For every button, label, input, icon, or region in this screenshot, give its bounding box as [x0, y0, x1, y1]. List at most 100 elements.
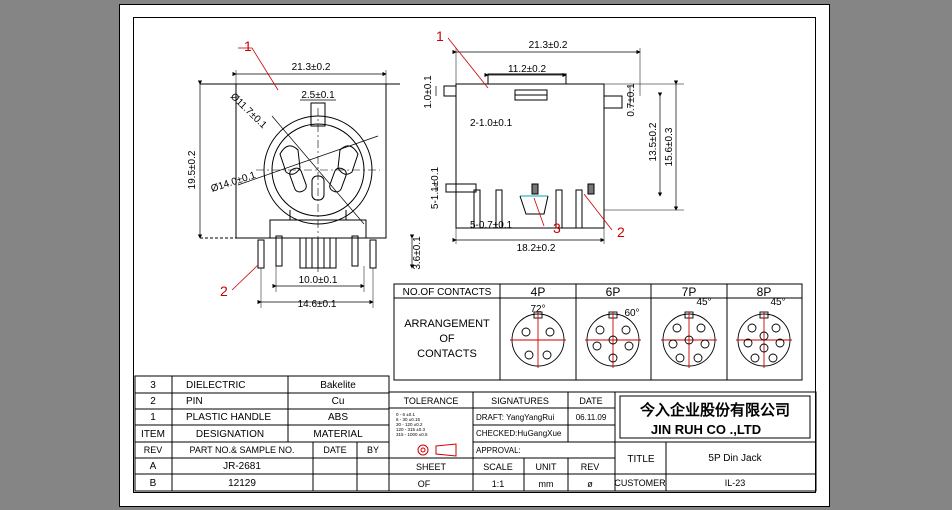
- side-dimensions: 21.3±0.2 11.2±0.2 1.0±0.1 0.7±0.1 2-1.0±…: [423, 40, 675, 254]
- contact-diagrams: [510, 311, 792, 368]
- bom-row-3-item: 1: [150, 412, 156, 423]
- tolerance-line-5: 315 - 1000 ±0.5: [396, 432, 428, 437]
- side-dim-h2: 15.6±0.3: [664, 127, 675, 166]
- side-dim-right-top: 0.7±0.1: [626, 83, 637, 117]
- side-dim-slot: 2-1.0±0.1: [470, 118, 513, 129]
- contacts-angle-6p: 60°: [624, 308, 639, 319]
- bom-row-2-item: 2: [150, 396, 156, 407]
- contact-diagram-6p: [585, 311, 641, 368]
- rev-row-a-part: JR-2681: [223, 461, 261, 472]
- customer-value: IL-23: [725, 478, 746, 488]
- signatures-label: SIGNATURES: [491, 396, 549, 406]
- customer-label: CUSTOMER: [614, 478, 666, 488]
- front-dim-dia-inner: Ø14.0±0.1: [210, 170, 258, 195]
- bom-row-1-name: DIELECTRIC: [186, 380, 245, 391]
- rev-header-part: PART NO.& SAMPLE NO.: [189, 445, 294, 455]
- contacts-table: [393, 283, 803, 381]
- front-pin-right: [369, 239, 377, 269]
- projection-symbol: [417, 443, 457, 457]
- bom-header-item: ITEM: [141, 429, 165, 440]
- front-dimensions: 21.3±0.2 2.5±0.1 Ø11.7±0.1 Ø14.0±0.1 19.…: [187, 62, 423, 310]
- front-dim-dia-outer: Ø11.7±0.1: [228, 91, 269, 131]
- side-callout-3: 3: [553, 220, 561, 236]
- rev-row-a: A: [150, 461, 157, 472]
- side-callout-2: 2: [617, 224, 625, 240]
- side-dim-mid: 11.2±0.2: [508, 64, 547, 75]
- contact-diagram-8p: [736, 311, 792, 368]
- unit-label: UNIT: [536, 462, 557, 472]
- tolerance-line-2: 6 - 30 ±0.15: [396, 417, 420, 422]
- signature-checked: CHECKED:HuGangXue: [476, 429, 562, 438]
- side-callouts: 1 3 2: [436, 28, 625, 240]
- bom-header-name: DESIGNATION: [196, 429, 264, 440]
- contacts-col-6p: 6P: [606, 285, 621, 299]
- contacts-row-label-3: CONTACTS: [417, 348, 477, 360]
- contacts-col-7p: 7P: [682, 285, 697, 299]
- drawing-frame: [133, 17, 816, 493]
- side-dim-h1: 13.5±0.2: [648, 122, 659, 161]
- side-callout-1: 1: [436, 28, 444, 44]
- signature-draft: DRAFT: YangYangRui: [476, 413, 554, 422]
- side-dim-bottom: 18.2±0.2: [517, 243, 556, 254]
- front-dim-pin-outer: 14.6±0.1: [298, 299, 337, 310]
- contacts-row-label-2: OF: [439, 333, 455, 345]
- bom-row-3-material: ABS: [328, 412, 348, 423]
- title-block-lines: [134, 375, 817, 492]
- side-view: [435, 48, 684, 244]
- front-dim-pin-offset: 3.6±0.1: [412, 236, 423, 270]
- front-pin-left: [257, 239, 265, 269]
- rev-row-b: B: [150, 478, 157, 489]
- bom-row-2-name: PIN: [186, 396, 203, 407]
- bom-row-2-material: Cu: [332, 396, 345, 407]
- contacts-header: NO.OF CONTACTS: [403, 287, 492, 298]
- front-dim-width: 21.3±0.2: [292, 62, 331, 73]
- side-dim-width: 21.3±0.2: [529, 40, 568, 51]
- contacts-col-4p: 4P: [531, 285, 546, 299]
- tolerance-line-3: 30 - 120 ±0.2: [396, 422, 423, 427]
- tolerance-line-4: 120 - 315 ±0.3: [396, 427, 425, 432]
- front-callout-1: 1: [244, 38, 252, 54]
- title-value: 5P Din Jack: [708, 453, 762, 464]
- signatures-date-label: DATE: [579, 396, 602, 406]
- signature-date: 06.11.09: [576, 413, 607, 422]
- bom-row-1-item: 3: [150, 380, 156, 391]
- scale-value: 1:1: [492, 479, 505, 489]
- bom-row-3-name: PLASTIC HANDLE: [186, 412, 271, 423]
- rev-value: ø: [587, 479, 593, 489]
- rev-header-date: DATE: [323, 445, 346, 455]
- unit-value: mm: [539, 479, 554, 489]
- rev-label: REV: [581, 462, 600, 472]
- rev-header-rev: REV: [144, 445, 163, 455]
- side-dim-pins: 5-0.7±0.1: [470, 220, 513, 231]
- front-dim-height: 19.5±0.2: [187, 150, 198, 189]
- side-dim-left-mid: 5-1.1±0.1: [430, 166, 441, 209]
- sheet-label: SHEET: [416, 462, 447, 472]
- rev-header-by: BY: [367, 445, 379, 455]
- company-name-en: JIN RUH CO .,LTD: [651, 422, 761, 437]
- contact-diagram-7p: [661, 311, 717, 368]
- contact-diagram-4p: [510, 311, 566, 368]
- front-dim-pin-inner: 10.0±0.1: [299, 275, 338, 286]
- contacts-angle-7p: 45°: [696, 297, 711, 308]
- front-dim-key: 2.5±0.1: [301, 90, 335, 101]
- contacts-text: NO.OF CONTACTS 4P 6P 7P 8P ARRANGEMENT O…: [403, 285, 786, 360]
- rev-row-b-part: 12129: [228, 478, 256, 489]
- tolerance-label: TOLERANCE: [404, 396, 459, 406]
- company-name-cn: 今入企业股份有限公司: [639, 401, 790, 419]
- front-callouts: 1 2: [220, 38, 279, 299]
- title-block-text: 3 DIELECTRIC Bakelite 2 PIN Cu 1 PLASTIC…: [141, 380, 790, 489]
- scale-label: SCALE: [483, 462, 513, 472]
- title-label: TITLE: [627, 454, 655, 465]
- sheet-value: OF: [418, 479, 431, 489]
- tolerance-line-1: 0 - 6 ±0.1: [396, 412, 415, 417]
- side-dim-left-top: 1.0±0.1: [423, 75, 434, 109]
- front-callout-2: 2: [220, 283, 228, 299]
- bom-header-material: MATERIAL: [313, 429, 363, 440]
- signature-approval: APPROVAL:: [476, 446, 521, 455]
- bom-row-1-material: Bakelite: [320, 380, 356, 391]
- contacts-angle-4p: 72°: [530, 304, 545, 315]
- contacts-col-8p: 8P: [757, 285, 772, 299]
- front-view: [197, 70, 415, 308]
- contacts-angle-8p: 45°: [770, 297, 785, 308]
